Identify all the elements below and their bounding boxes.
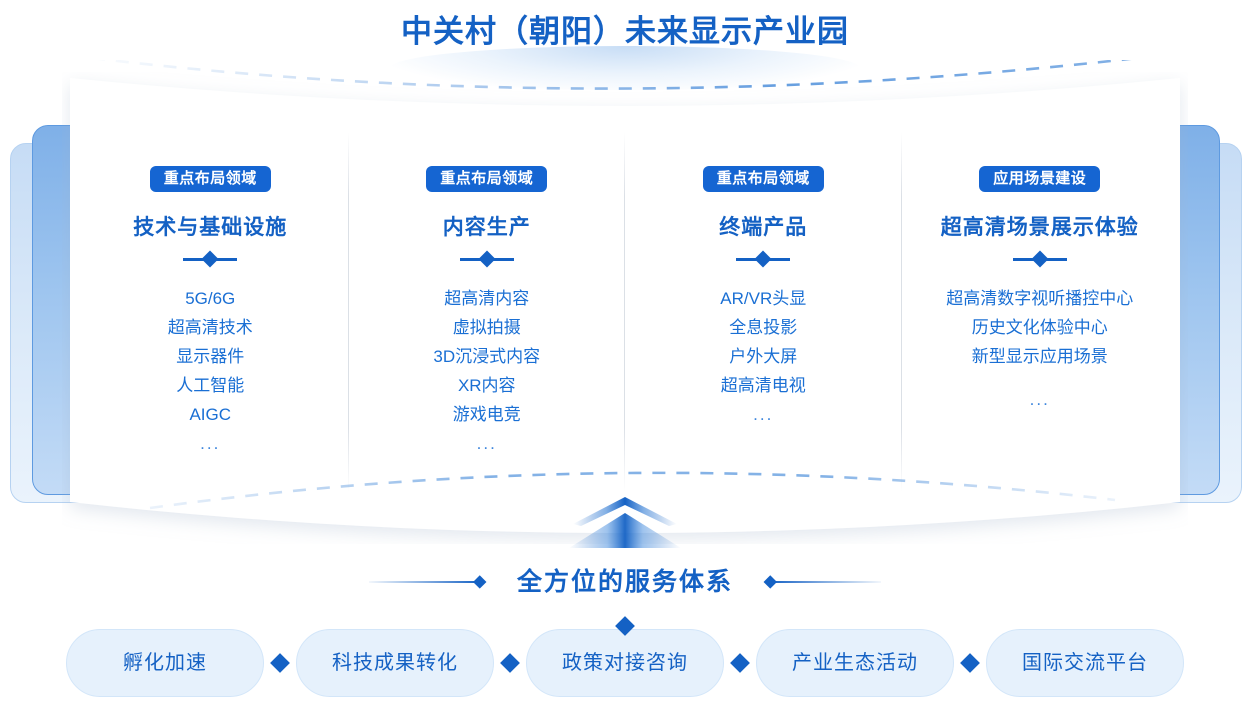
diamond-divider-icon bbox=[1012, 250, 1067, 268]
service-system-title: 全方位的服务体系 bbox=[516, 568, 733, 596]
pill-label: 孵化加速 bbox=[123, 652, 207, 674]
diamond-divider-icon bbox=[183, 250, 238, 268]
double-chevron-up-icon bbox=[569, 497, 681, 548]
pill-label: 科技成果转化 bbox=[332, 652, 458, 674]
list-item: 超高清数字视听播控中心 bbox=[946, 289, 1134, 308]
service-pill-5[interactable]: 国际交流平台 bbox=[986, 629, 1184, 697]
card-item-list: 超高清内容 虚拟拍摄 3D沉浸式内容 XR内容 游戏电竞 ... bbox=[349, 284, 626, 458]
pill-label: 产业生态活动 bbox=[792, 652, 918, 674]
focus-card-3[interactable]: 重点布局领域 终端产品 AR/VR头显 全息投影 户外大屏 超高清电视 ... bbox=[624, 126, 902, 498]
pill-label: 国际交流平台 bbox=[1022, 652, 1148, 674]
list-item: XR内容 bbox=[457, 376, 516, 395]
card-item-list: 超高清数字视听播控中心 历史文化体验中心 新型显示应用场景 ... bbox=[902, 284, 1179, 414]
page-header: 中关村（朝阳）未来显示产业园 bbox=[0, 8, 1250, 90]
list-item: 5G/6G bbox=[185, 289, 236, 308]
diamond-separator-icon bbox=[270, 653, 290, 673]
card-title: 技术与基础设施 bbox=[133, 216, 288, 239]
list-item: 3D沉浸式内容 bbox=[433, 347, 541, 366]
card-item-list: AR/VR头显 全息投影 户外大屏 超高清电视 ... bbox=[625, 284, 902, 429]
card-badge: 应用场景建设 bbox=[979, 166, 1101, 192]
card-title: 内容生产 bbox=[442, 216, 531, 239]
focus-card-4[interactable]: 应用场景建设 超高清场景展示体验 超高清数字视听播控中心 历史文化体验中心 新型… bbox=[900, 126, 1179, 498]
list-item: 虚拟拍摄 bbox=[452, 318, 521, 337]
card-badge: 重点布局领域 bbox=[702, 166, 824, 192]
service-pills-row: 孵化加速 科技成果转化 政策对接咨询 产业生态活动 国际交流平台 bbox=[62, 628, 1188, 698]
service-pill-2[interactable]: 科技成果转化 bbox=[296, 629, 494, 697]
service-pill-3[interactable]: 政策对接咨询 bbox=[526, 629, 724, 697]
diamond-separator-icon bbox=[730, 653, 750, 673]
focus-card-1[interactable]: 重点布局领域 技术与基础设施 5G/6G 超高清技术 显示器件 人工智能 AIG… bbox=[72, 126, 349, 498]
service-pill-4[interactable]: 产业生态活动 bbox=[756, 629, 954, 697]
pill-label: 政策对接咨询 bbox=[562, 652, 688, 674]
diamond-divider-icon bbox=[459, 250, 514, 268]
list-item: 全息投影 bbox=[729, 318, 798, 337]
list-item: 新型显示应用场景 bbox=[971, 347, 1108, 366]
list-item: 户外大屏 bbox=[729, 347, 798, 366]
service-system-heading: 全方位的服务体系 bbox=[0, 562, 1250, 602]
diamond-separator-icon bbox=[960, 653, 980, 673]
list-item: 超高清内容 bbox=[444, 289, 530, 308]
list-item: AIGC bbox=[189, 405, 232, 424]
diamond-separator-icon bbox=[500, 653, 520, 673]
list-item: 显示器件 bbox=[176, 347, 245, 366]
page-title: 中关村（朝阳）未来显示产业园 bbox=[401, 14, 849, 49]
arrow-line-left-icon bbox=[763, 575, 881, 589]
card-badge: 重点布局领域 bbox=[426, 166, 548, 192]
card-title: 终端产品 bbox=[719, 216, 808, 239]
list-item: 游戏电竞 bbox=[452, 405, 521, 424]
card-title: 超高清场景展示体验 bbox=[940, 216, 1139, 239]
list-item-ellipsis: ... bbox=[476, 434, 497, 453]
list-item: 人工智能 bbox=[176, 376, 245, 395]
list-item-ellipsis: ... bbox=[753, 405, 774, 424]
list-item: 超高清电视 bbox=[720, 376, 806, 395]
list-item: 历史文化体验中心 bbox=[971, 318, 1108, 337]
focus-areas-row: 重点布局领域 技术与基础设施 5G/6G 超高清技术 显示器件 人工智能 AIG… bbox=[72, 126, 1178, 498]
focus-card-2[interactable]: 重点布局领域 内容生产 超高清内容 虚拟拍摄 3D沉浸式内容 XR内容 游戏电竞… bbox=[347, 126, 626, 498]
service-pill-1[interactable]: 孵化加速 bbox=[66, 629, 264, 697]
card-badge: 重点布局领域 bbox=[149, 166, 271, 192]
arrow-line-right-icon bbox=[368, 575, 487, 589]
main-panel bbox=[62, 72, 1188, 544]
card-item-list: 5G/6G 超高清技术 显示器件 人工智能 AIGC ... bbox=[72, 284, 349, 458]
diamond-divider-icon bbox=[736, 250, 791, 268]
list-item-ellipsis: ... bbox=[200, 434, 221, 453]
list-item-ellipsis: ... bbox=[1029, 390, 1050, 409]
list-item: 超高清技术 bbox=[167, 318, 253, 337]
list-item: AR/VR头显 bbox=[720, 289, 807, 308]
